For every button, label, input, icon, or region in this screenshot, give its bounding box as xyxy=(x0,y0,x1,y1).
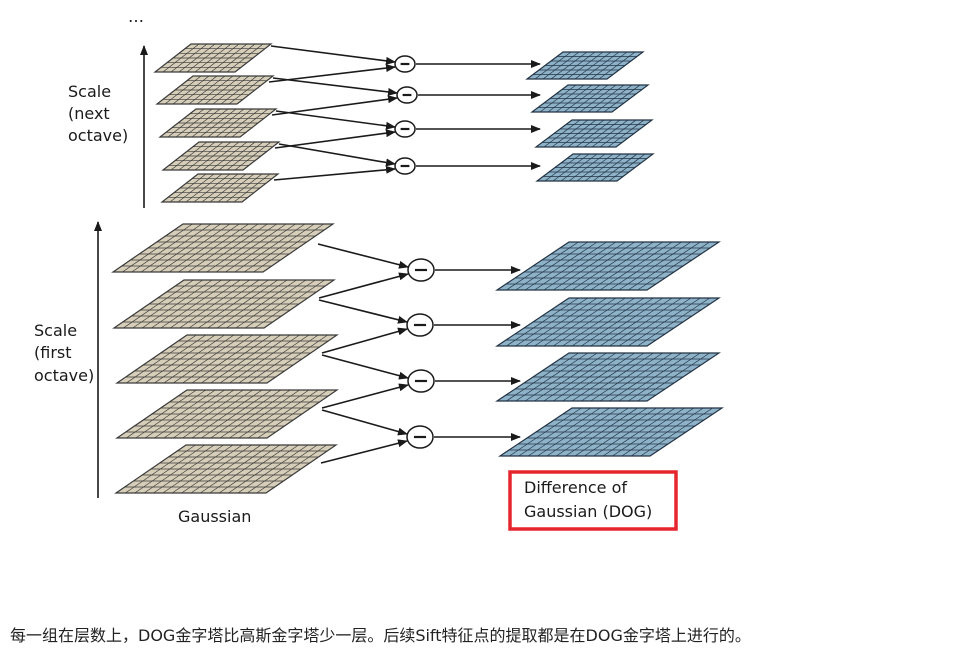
arrow-first-lower-4 xyxy=(320,439,408,464)
minus-operator-next-2 xyxy=(396,86,418,104)
gaussian-layer-next-5 xyxy=(160,173,280,203)
ellipsis-label: … xyxy=(128,7,144,26)
gaussian-layer-first-4 xyxy=(115,389,339,439)
arrow-next-upper-1 xyxy=(270,45,396,65)
arrow-next-lower-4 xyxy=(273,165,396,181)
arrow-next-upper-4 xyxy=(278,143,396,167)
gaussian-layer-first-3 xyxy=(115,334,339,384)
arrow-first-lower-2 xyxy=(321,327,408,354)
axis-label-next-octave: Scale (next octave) xyxy=(68,82,128,145)
caption-text: 每一组在层数上，DOG金字塔比高斯金字塔少一层。后续Sift特征点的提取都是在D… xyxy=(10,626,751,645)
dog-layer-next-1 xyxy=(525,51,645,80)
axis-label-first-octave: Scale (first octave) xyxy=(34,321,94,385)
arrow-next-lower-3 xyxy=(274,129,396,149)
minus-operator-first-3 xyxy=(407,369,435,393)
arrow-first-upper-1 xyxy=(317,243,409,269)
arrow-next-upper-3 xyxy=(275,110,396,130)
minus-operator-first-2 xyxy=(406,313,434,337)
arrow-next-upper-2 xyxy=(272,77,398,96)
axis-label-next-line-1: Scale xyxy=(68,82,111,101)
subtraction-operators xyxy=(394,55,435,449)
gaussian-layer-next-2 xyxy=(155,75,275,105)
minus-operator-next-3 xyxy=(394,120,416,138)
dog-highlight-box xyxy=(508,470,678,531)
dog-layer-next-3 xyxy=(534,119,654,148)
arrow-next-lower-2 xyxy=(271,95,398,116)
pyramid-arrows xyxy=(268,45,541,464)
arrow-first-lower-1 xyxy=(318,272,409,299)
arrow-first-lower-3 xyxy=(321,383,409,409)
dog-pyramid-diagram: … Scale (next octave) Scale (first octav… xyxy=(34,7,724,531)
minus-operator-next-1 xyxy=(394,55,416,73)
minus-operator-next-4 xyxy=(394,157,416,175)
gaussian-layer-next-1 xyxy=(153,43,273,73)
pyramid-layers xyxy=(111,43,724,494)
dog-layer-first-3 xyxy=(495,352,721,402)
axis-label-first-line-2: (first xyxy=(34,343,72,362)
dog-layer-first-1 xyxy=(495,241,721,291)
minus-operator-first-1 xyxy=(407,258,435,282)
axis-label-next-line-2: (next xyxy=(68,104,110,123)
arrow-first-upper-2 xyxy=(318,299,408,324)
gaussian-layer-first-2 xyxy=(112,279,336,329)
gaussian-layer-first-1 xyxy=(111,223,335,273)
axis-label-next-line-3: octave) xyxy=(68,126,128,145)
dog-layer-next-4 xyxy=(535,153,655,182)
gaussian-label: Gaussian xyxy=(178,507,251,526)
minus-operator-first-4 xyxy=(406,425,434,449)
gaussian-layer-next-4 xyxy=(161,141,281,171)
arrow-first-upper-3 xyxy=(321,354,409,380)
gaussian-layer-next-3 xyxy=(158,108,278,138)
dog-layer-first-2 xyxy=(495,297,721,347)
dog-layer-next-2 xyxy=(530,84,650,113)
dog-layer-first-4 xyxy=(498,407,724,457)
arrow-first-upper-4 xyxy=(321,409,408,436)
dog-label-line-1: Difference of xyxy=(524,478,627,497)
gaussian-layer-first-5 xyxy=(114,444,338,494)
axis-label-first-line-3: octave) xyxy=(34,366,94,385)
axis-label-first-line-1: Scale xyxy=(34,321,77,340)
dog-label-line-2: Gaussian (DOG) xyxy=(524,502,652,521)
